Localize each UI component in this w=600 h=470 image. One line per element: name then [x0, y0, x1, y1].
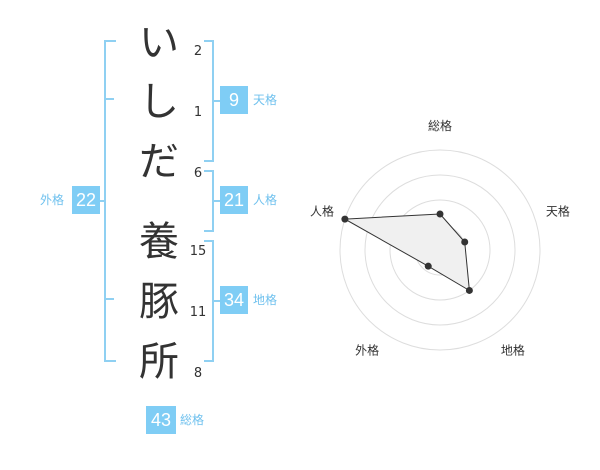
chikaku-label: 地格	[253, 293, 278, 307]
chikaku-connector	[213, 300, 221, 302]
radar-ring	[389, 199, 491, 301]
tenkaku-badge: 9	[220, 86, 248, 114]
jinkaku-connector	[213, 200, 221, 202]
jinkaku-label: 人格	[253, 193, 278, 207]
chikaku-badge: 34	[220, 286, 248, 314]
name-char-2: し	[139, 79, 179, 125]
radar-center	[436, 246, 444, 254]
stroke-count-5: 11	[189, 305, 207, 320]
name-char-3: だ	[139, 139, 179, 185]
radar-point	[465, 286, 473, 294]
jinkaku-badge: 21	[220, 186, 248, 214]
tenkaku-connector	[213, 100, 221, 102]
gaikaku-connector	[98, 200, 106, 202]
gaikaku-bracket-tick	[104, 98, 114, 100]
stroke-count-1: 2	[193, 44, 203, 59]
name-char-5: 豚	[139, 279, 179, 325]
name-char-6: 所	[139, 339, 179, 385]
radar-ring	[339, 149, 541, 351]
radar-area	[343, 213, 470, 292]
radar-point	[341, 215, 349, 223]
radar-ring	[364, 174, 516, 326]
soukaku-label: 総格	[180, 413, 205, 427]
radar-point	[461, 238, 469, 246]
soukaku-badge: 43	[146, 406, 176, 434]
name-char-1: い	[139, 20, 179, 66]
radar-axis-label: 外格	[355, 342, 379, 357]
stroke-count-3: 6	[193, 166, 203, 181]
tenkaku-label: 天格	[253, 93, 278, 107]
radar-axis-label: 地格	[501, 342, 525, 357]
radar-ring	[414, 224, 466, 276]
radar-axis-label: 総格	[428, 118, 452, 133]
stroke-count-2: 1	[193, 105, 203, 120]
radar-point	[424, 262, 432, 270]
stroke-count-6: 8	[193, 366, 203, 381]
gaikaku-badge: 22	[72, 186, 100, 214]
gaikaku-bracket-tick	[104, 298, 114, 300]
stroke-count-4: 15	[189, 244, 207, 259]
name-char-4: 養	[139, 219, 179, 265]
radar-axis-label: 人格	[310, 204, 334, 219]
radar-axis-label: 天格	[546, 204, 570, 219]
gaikaku-label: 外格	[40, 193, 65, 207]
radar-point	[436, 210, 444, 218]
